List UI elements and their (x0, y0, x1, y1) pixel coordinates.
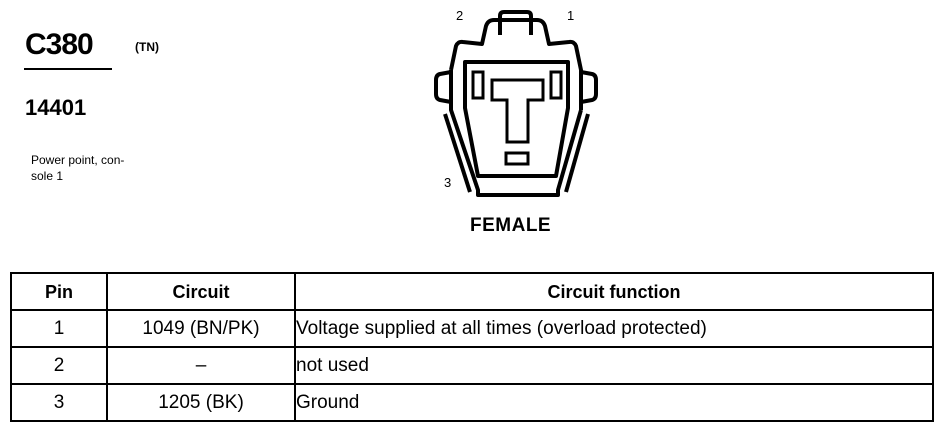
pin-label-2: 2 (456, 8, 463, 23)
table-row: 2 – not used (10, 346, 934, 385)
connector-left-contour (449, 70, 583, 197)
connector-description: Power point, con- sole 1 (31, 153, 125, 183)
inner-cavity (463, 60, 570, 178)
table-header-row: Pin Circuit Circuit function (10, 272, 934, 311)
connector-id: C380 (25, 28, 94, 61)
top-latch-shape (498, 10, 533, 35)
title-underline (24, 68, 112, 70)
right-ear-shape (580, 70, 598, 104)
column-header-function: Circuit function (294, 272, 934, 311)
cell-function: not used (294, 346, 934, 385)
cell-circuit: 1205 (BK) (106, 383, 296, 422)
cell-circuit: – (106, 346, 296, 385)
connector-outer-frame (449, 18, 583, 110)
terminal-slot-2 (471, 70, 485, 100)
terminal-slot-3-t (490, 78, 545, 144)
table-row: 1 1049 (BN/PK) Voltage supplied at all t… (10, 309, 934, 348)
cell-pin: 2 (10, 346, 108, 385)
pin-label-1: 1 (567, 8, 574, 23)
cell-pin: 1 (10, 309, 108, 348)
connector-face-diagram: 2 1 3 (434, 8, 598, 197)
connector-code: (TN) (135, 40, 159, 54)
left-ear-shape (434, 70, 452, 104)
cell-circuit: 1049 (BN/PK) (106, 309, 296, 348)
cell-function: Voltage supplied at all times (overload … (294, 309, 934, 348)
pinout-table: Pin Circuit Circuit function 1 1049 (BN/… (10, 272, 934, 422)
cell-function: Ground (294, 383, 934, 422)
polarization-slot (504, 151, 530, 166)
terminal-slot-1 (549, 70, 563, 100)
left-skirt (443, 113, 472, 193)
column-header-circuit: Circuit (106, 272, 296, 311)
view-label: FEMALE (470, 215, 552, 236)
cell-pin: 3 (10, 383, 108, 422)
table-row: 3 1205 (BK) Ground (10, 383, 934, 422)
column-header-pin: Pin (10, 272, 108, 311)
pin-label-3: 3 (444, 175, 451, 190)
part-number: 14401 (25, 95, 87, 120)
right-skirt (564, 113, 590, 193)
